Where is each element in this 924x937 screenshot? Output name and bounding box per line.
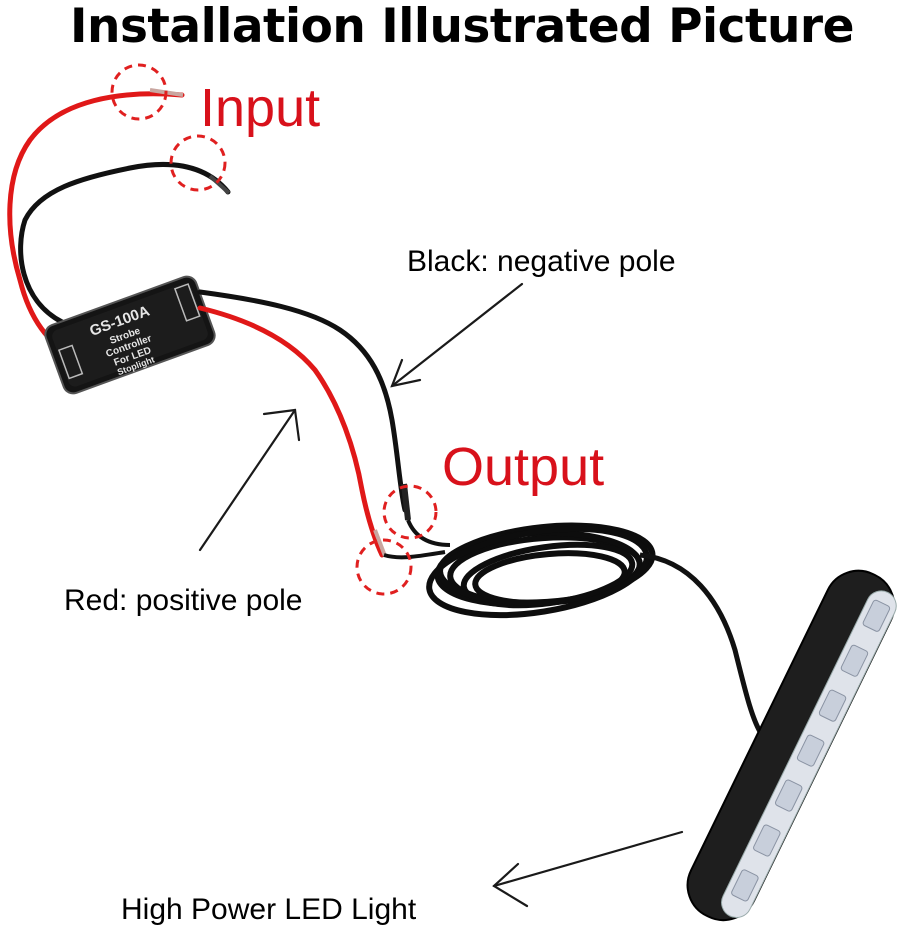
pointer-arrows xyxy=(198,282,684,908)
input-red-wire xyxy=(7,91,185,355)
led-cable-black xyxy=(406,519,451,547)
output-label: Output xyxy=(442,437,605,497)
input-black-tip xyxy=(208,174,231,195)
input-black-highlight xyxy=(169,134,227,192)
controller-module: GS-100A Strobe Controller For LED Stopli… xyxy=(44,275,216,395)
led-cable-red-joint xyxy=(383,550,446,560)
output-red-wire xyxy=(197,305,385,558)
coiled-cable xyxy=(426,522,656,619)
led-arrow xyxy=(492,830,684,888)
cable-to-led xyxy=(639,552,765,737)
output-black-highlight xyxy=(382,484,438,540)
black-wire-label: Black: negative pole xyxy=(407,245,676,278)
page-title: Installation Illustrated Picture xyxy=(70,0,855,54)
black-wire-arrow xyxy=(390,282,524,388)
output-red-tip xyxy=(373,529,387,557)
highlight-circles xyxy=(110,63,438,596)
input-black-wire xyxy=(18,161,231,325)
output-black-wire xyxy=(197,289,408,513)
output-black-tip xyxy=(401,483,411,521)
red-wire-label: Red: positive pole xyxy=(64,584,303,617)
red-wire-arrow xyxy=(198,408,297,552)
output-red-highlight xyxy=(355,538,413,596)
led-light-label: High Power LED Light xyxy=(121,893,417,926)
led-light-bar xyxy=(686,569,897,922)
input-red-highlight xyxy=(110,63,168,121)
input-label: Input xyxy=(200,78,321,138)
